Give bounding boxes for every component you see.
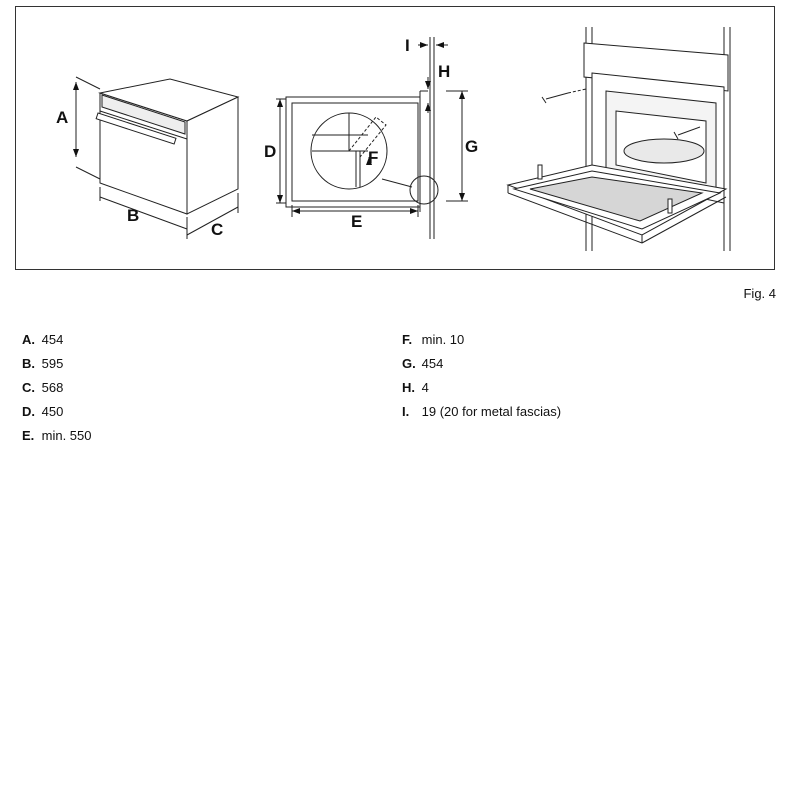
legend-key: H. [402, 380, 415, 395]
legend-key: D. [22, 404, 35, 419]
legend-key: F. [402, 332, 413, 347]
figure-caption: Fig. 4 [743, 286, 776, 301]
legend-value: min. 10 [421, 332, 465, 347]
installation-diagram: A B C D E F G H I [56, 27, 731, 251]
label-g: G [465, 137, 478, 156]
legend-item: H. 4 [402, 376, 561, 400]
legend-value: min. 550 [41, 428, 92, 443]
legend-value: 450 [41, 404, 64, 419]
label-f: F [368, 148, 378, 167]
label-c: C [211, 220, 223, 239]
legend-value: 454 [41, 332, 64, 347]
label-e: E [351, 212, 362, 231]
legend-item: D. 450 [22, 400, 92, 424]
dimension-arrows [73, 42, 465, 214]
legend-right: F. min. 10 G. 454 H. 4 I. 19 (20 for met… [402, 328, 561, 424]
label-a: A [56, 108, 68, 127]
legend-item: G. 454 [402, 352, 561, 376]
legend-value: 19 (20 for metal fascias) [421, 404, 562, 419]
label-b: B [127, 206, 139, 225]
oven-installation [506, 27, 731, 251]
oven-isometric [75, 76, 240, 239]
legend-value: 454 [421, 356, 444, 371]
legend-key: C. [22, 380, 35, 395]
legend-key: E. [22, 428, 35, 443]
legend-item: I. 19 (20 for metal fascias) [402, 400, 561, 424]
legend-item: F. min. 10 [402, 328, 561, 352]
legend-value: 568 [41, 380, 64, 395]
legend-item: E. min. 550 [22, 424, 92, 448]
label-i: I [405, 36, 410, 55]
legend-left: A. 454 B. 595 C. 568 D. 450 E. min. 550 [22, 328, 92, 448]
cabinet-section [276, 37, 468, 239]
legend-key: A. [22, 332, 35, 347]
legend-key: I. [402, 404, 410, 419]
legend-key: B. [22, 356, 35, 371]
legend-item: C. 568 [22, 376, 92, 400]
legend-key: G. [402, 356, 416, 371]
legend-value: 4 [421, 380, 429, 395]
legend-value: 595 [41, 356, 64, 371]
label-d: D [264, 142, 276, 161]
figure-frame: A B C D E F G H I [15, 6, 775, 270]
legend-item: A. 454 [22, 328, 92, 352]
legend-item: B. 595 [22, 352, 92, 376]
label-h: H [438, 62, 450, 81]
